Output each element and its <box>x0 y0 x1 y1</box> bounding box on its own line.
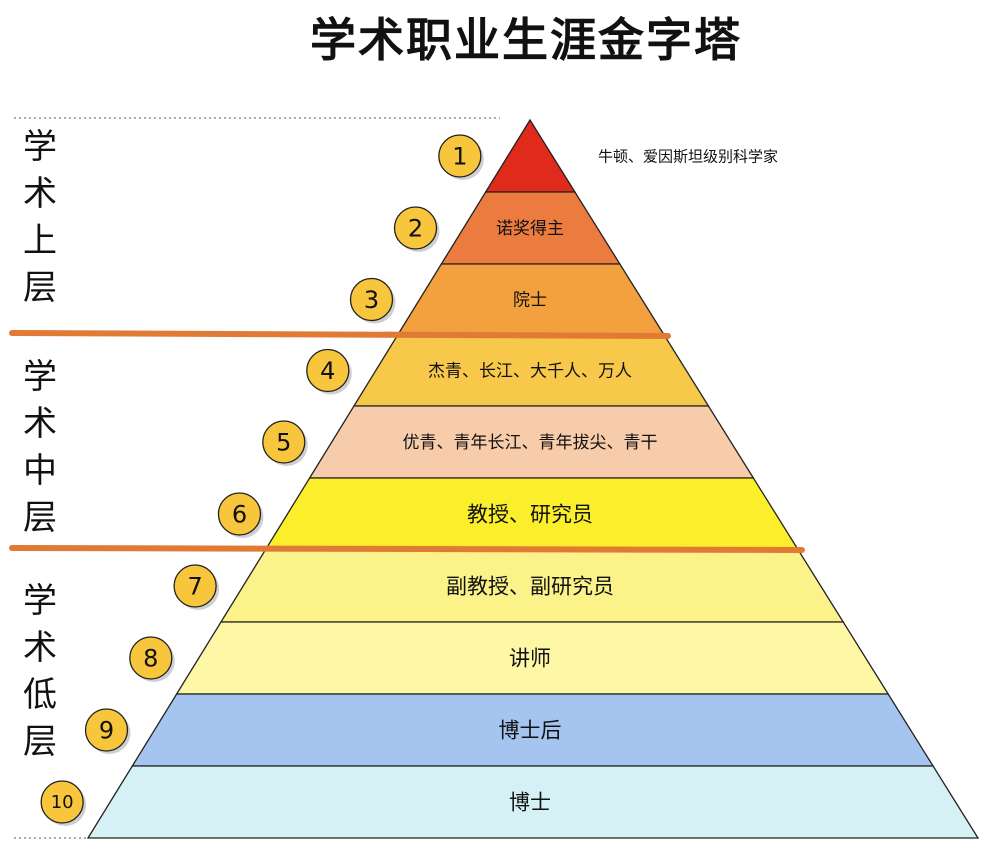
pyramid-level-1 <box>484 118 577 193</box>
pyramid-bands: 诺奖得主院士杰青、长江、大千人、万人优青、青年长江、青年拔尖、青干教授、研究员副… <box>86 118 980 839</box>
pyramid-level-10 <box>86 765 980 839</box>
rank-badges: 牛顿、爱因斯坦级别科学家 1 2 3 4 5 6 7 8 9 10 <box>40 134 778 826</box>
level-text-6: 教授、研究员 <box>467 503 593 527</box>
level-text-9: 博士后 <box>499 719 562 743</box>
level-text-3: 院士 <box>513 291 547 311</box>
badge-number: 4 <box>320 357 335 385</box>
badge-number: 8 <box>143 645 158 673</box>
badge-number: 1 <box>452 143 467 171</box>
rank-badge-2: 2 <box>393 206 440 252</box>
rank-badge-8: 8 <box>129 636 175 682</box>
badge-circle <box>438 134 482 178</box>
rank-badge-9: 9 <box>84 708 131 754</box>
level-text-4: 杰青、长江、大千人、万人 <box>428 362 632 382</box>
badge-number: 3 <box>364 286 379 314</box>
rank-badge-6: 6 <box>217 492 264 538</box>
badge-circle <box>306 348 350 393</box>
badge-circle <box>217 492 262 536</box>
level-text-2: 诺奖得主 <box>496 219 564 239</box>
level-text-1: 牛顿、爱因斯坦级别科学家 <box>598 147 778 165</box>
badge-number: 7 <box>187 573 202 601</box>
badge-number: 6 <box>232 501 247 529</box>
upper-layer-divider <box>9 330 671 339</box>
level-text-8: 讲师 <box>509 647 551 671</box>
rank-badge-5: 5 <box>262 420 308 466</box>
layer-label-1: 学术上层 <box>23 127 57 308</box>
badge-number: 2 <box>408 215 423 243</box>
badge-circle <box>349 277 394 322</box>
badge-circle <box>393 206 438 250</box>
layer-label-3: 学术低层 <box>23 581 57 762</box>
rank-badge-10: 10 <box>40 780 87 826</box>
badge-circle <box>40 780 84 824</box>
rank-badge-1: 1 <box>438 134 484 180</box>
level-text-7: 副教授、副研究员 <box>446 575 614 599</box>
badge-circle <box>173 564 217 608</box>
rank-badge-7: 7 <box>173 564 220 610</box>
page-title: 学术职业生涯金字塔 <box>310 13 742 67</box>
lower-layer-divider <box>9 545 805 553</box>
level-text-10: 博士 <box>509 791 551 815</box>
level-text-5: 优青、青年长江、青年拔尖、青干 <box>403 433 658 453</box>
badge-number: 9 <box>99 717 114 745</box>
badge-circle <box>129 636 173 680</box>
badge-circle <box>84 708 129 752</box>
badge-circle <box>262 420 306 464</box>
rank-badge-3: 3 <box>349 277 396 324</box>
layer-dividers <box>9 117 805 839</box>
layer-label-2: 学术中层 <box>23 357 57 538</box>
badge-number: 5 <box>276 429 291 457</box>
badge-number: 10 <box>51 792 74 813</box>
rank-badge-4: 4 <box>306 348 352 395</box>
